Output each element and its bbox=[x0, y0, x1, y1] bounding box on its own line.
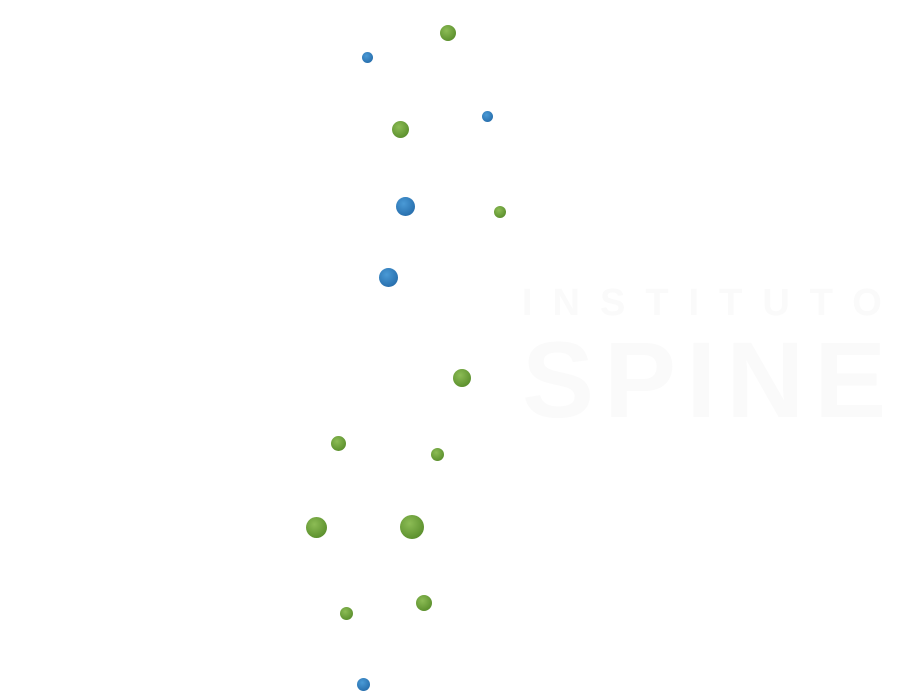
logo-line1: INSTITUTO bbox=[522, 282, 902, 324]
vertebra-dot bbox=[362, 52, 373, 63]
logo: INSTITUTO SPINE bbox=[522, 282, 914, 440]
vertebra-dot bbox=[357, 678, 370, 691]
vertebra-dot bbox=[396, 197, 415, 216]
vertebra-dot bbox=[416, 595, 432, 611]
vertebra-dot bbox=[392, 121, 409, 138]
vertebra-dot bbox=[340, 607, 353, 620]
vertebra-dot bbox=[431, 448, 444, 461]
vertebra-dot bbox=[400, 515, 424, 539]
vertebra-dot bbox=[440, 25, 456, 41]
logo-line2: SPINE bbox=[522, 319, 897, 440]
vertebra-dot bbox=[306, 517, 327, 538]
vertebra-dot bbox=[453, 369, 471, 387]
vertebra-dot bbox=[331, 436, 346, 451]
vertebra-dot bbox=[379, 268, 398, 287]
vertebra-dot bbox=[482, 111, 493, 122]
vertebra-dot bbox=[494, 206, 506, 218]
